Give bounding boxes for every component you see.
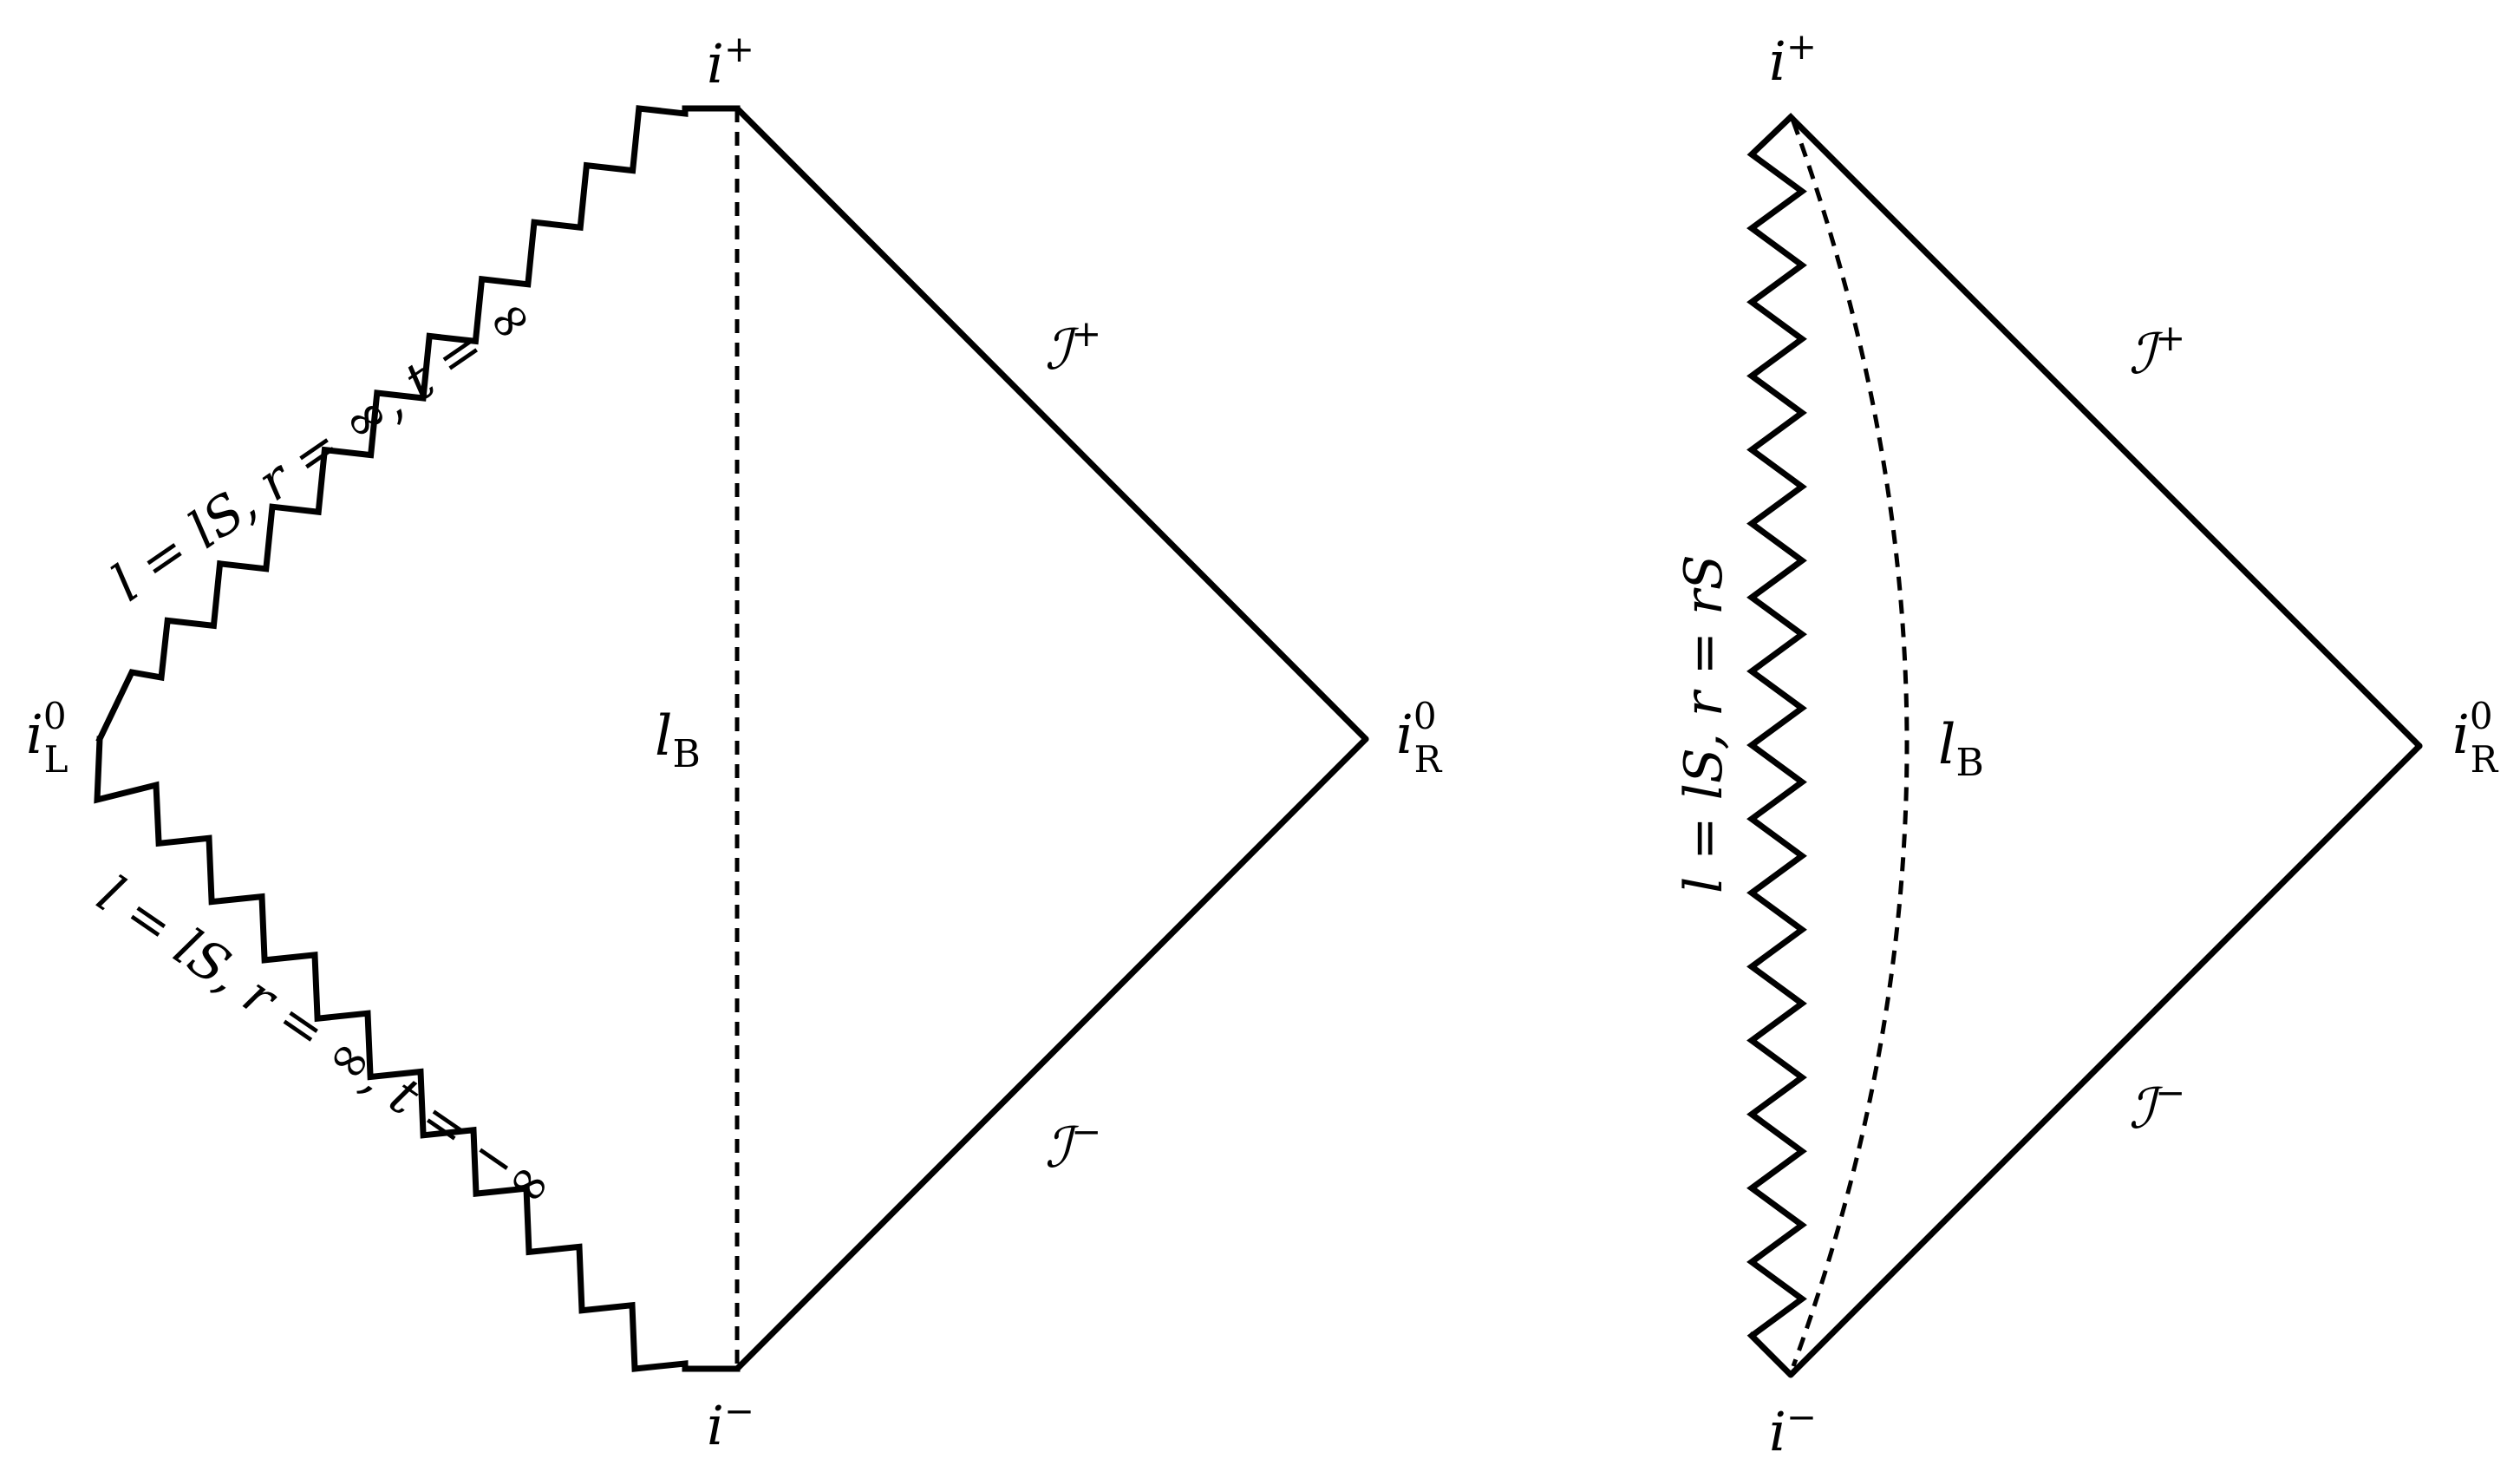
left-dashed-boundary-label: lB bbox=[655, 704, 701, 776]
left-scri-minus-edge bbox=[734, 736, 1369, 1372]
left-lower-wall-label: l = lS, r = ∞, t = −∞ bbox=[87, 865, 565, 1220]
left-upper-singular-wall bbox=[95, 105, 741, 743]
right-scri-plus-label: ℐ+ bbox=[2129, 317, 2185, 387]
left-scri-plus-edge bbox=[734, 105, 1369, 743]
right-bottom-vertex-label: i− bbox=[1769, 1396, 1817, 1463]
right-scri-minus-edge bbox=[1787, 743, 2423, 1378]
left-upper-wall-label: l = lS, r = ∞, t = ∞ bbox=[101, 283, 545, 613]
right-dashed-boundary bbox=[1791, 121, 1910, 1367]
left-lower-singular-wall bbox=[94, 736, 741, 1372]
right-top-vertex-label: i+ bbox=[1769, 25, 1817, 93]
right-scri-minus-label: ℐ− bbox=[2129, 1071, 2185, 1142]
left-scri-minus-label: ℐ− bbox=[1045, 1110, 1101, 1181]
left-bottom-vertex-label: i− bbox=[707, 1390, 754, 1457]
right-scri-plus-edge bbox=[1787, 114, 2423, 749]
right-singular-wall bbox=[1746, 113, 1807, 1377]
right-wall-label: l = lS, r = rS bbox=[1674, 554, 1734, 893]
right-dashed-boundary-label: lB bbox=[1938, 713, 1984, 785]
left-scri-plus-label: ℐ+ bbox=[1045, 312, 1101, 383]
left-top-vertex-label: i+ bbox=[707, 28, 754, 95]
